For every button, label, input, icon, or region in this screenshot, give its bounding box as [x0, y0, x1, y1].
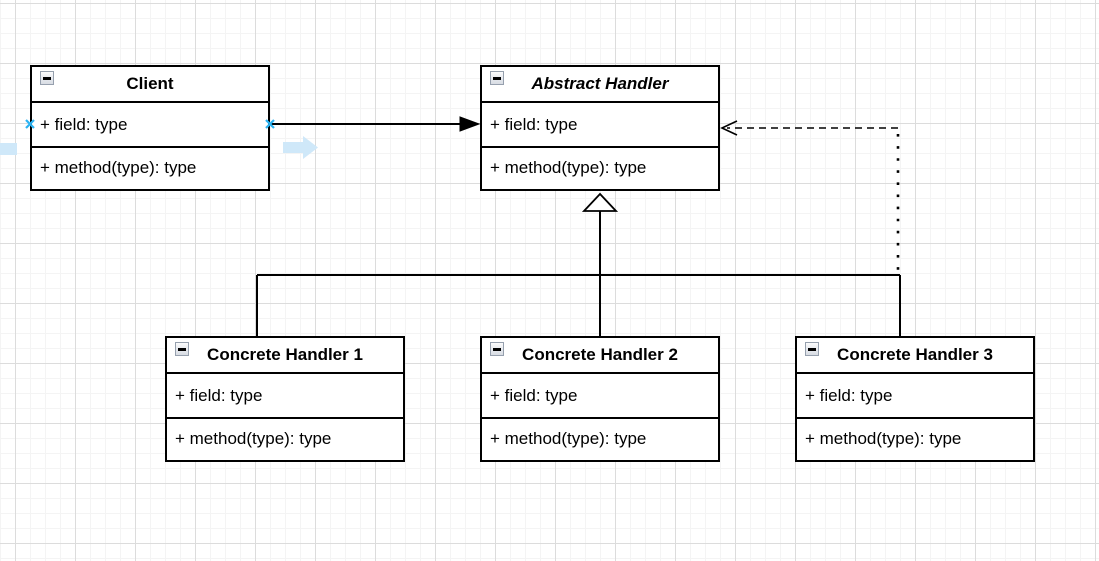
method-text: + method(type): type [490, 428, 647, 448]
class-client[interactable]: Client + field: type + method(type): typ… [30, 65, 270, 191]
class-concrete-handler-1[interactable]: Concrete Handler 1 + field: type + metho… [165, 336, 405, 462]
class-client-title-row: Client [32, 67, 268, 103]
filled-arrowhead-icon [459, 116, 481, 132]
field-text: + field: type [805, 385, 893, 405]
class-title: Abstract Handler [531, 74, 669, 93]
field-text: + field: type [490, 385, 578, 405]
collapse-minus-icon[interactable] [40, 71, 54, 85]
class-concrete-handler-1-title-row: Concrete Handler 1 [167, 338, 403, 374]
class-abstract-handler-field-row: + field: type [482, 103, 718, 148]
class-concrete-handler-3[interactable]: Concrete Handler 3 + field: type + metho… [795, 336, 1035, 462]
collapse-minus-icon[interactable] [490, 342, 504, 356]
field-text: + field: type [490, 114, 578, 134]
class-title: Client [126, 74, 174, 93]
open-arrowhead-icon [720, 120, 738, 136]
class-concrete-handler-3-method-row: + method(type): type [797, 419, 1033, 458]
class-abstract-handler[interactable]: Abstract Handler + field: type + method(… [480, 65, 720, 191]
collapse-minus-icon[interactable] [175, 342, 189, 356]
association-edge-client-to-abstract-handler[interactable] [270, 116, 481, 132]
minus-icon [808, 347, 816, 351]
dependency-edge-to-abstract-handler[interactable] [720, 120, 900, 272]
class-concrete-handler-3-title-row: Concrete Handler 3 [797, 338, 1033, 374]
class-title: Concrete Handler 3 [837, 345, 993, 364]
minus-icon [493, 347, 501, 351]
hover-direction-left-arrow-icon[interactable] [0, 143, 17, 155]
method-text: + method(type): type [175, 428, 332, 448]
class-client-method-row: + method(type): type [32, 148, 268, 187]
minus-icon [178, 347, 186, 351]
hover-direction-right-arrow-icon[interactable] [283, 136, 318, 159]
hollow-triangle-arrowhead-icon [581, 192, 619, 212]
class-title: Concrete Handler 1 [207, 345, 363, 364]
class-concrete-handler-2-title-row: Concrete Handler 2 [482, 338, 718, 374]
class-concrete-handler-1-field-row: + field: type [167, 374, 403, 419]
class-concrete-handler-2[interactable]: Concrete Handler 2 + field: type + metho… [480, 336, 720, 462]
class-abstract-handler-method-row: + method(type): type [482, 148, 718, 187]
field-text: + field: type [40, 114, 128, 134]
collapse-minus-icon[interactable] [805, 342, 819, 356]
minus-icon [43, 76, 51, 80]
generalization-edge-concrete-handlers-to-abstract-handler[interactable] [256, 192, 901, 336]
class-concrete-handler-1-method-row: + method(type): type [167, 419, 403, 458]
class-title: Concrete Handler 2 [522, 345, 678, 364]
method-text: + method(type): type [805, 428, 962, 448]
class-concrete-handler-2-method-row: + method(type): type [482, 419, 718, 458]
method-text: + method(type): type [40, 157, 197, 177]
class-concrete-handler-3-field-row: + field: type [797, 374, 1033, 419]
class-abstract-handler-title-row: Abstract Handler [482, 67, 718, 103]
class-concrete-handler-2-field-row: + field: type [482, 374, 718, 419]
method-text: + method(type): type [490, 157, 647, 177]
minus-icon [493, 76, 501, 80]
collapse-minus-icon[interactable] [490, 71, 504, 85]
field-text: + field: type [175, 385, 263, 405]
class-client-field-row: + field: type [32, 103, 268, 148]
